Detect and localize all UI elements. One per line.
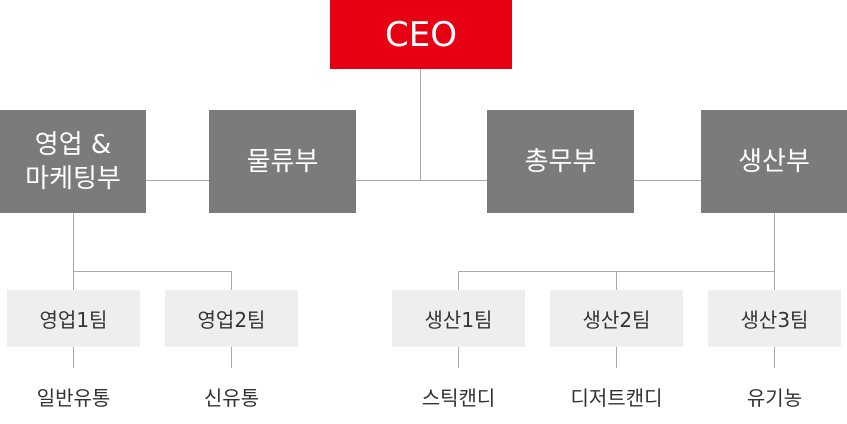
subunit-dessert-candy-label: 디저트캔디 — [570, 385, 663, 410]
dept-sales-marketing: 영업 & 마케팅부 — [0, 110, 146, 213]
subunit-dessert-candy: 디저트캔디 — [550, 368, 683, 424]
dept-general-label: 총무부 — [524, 146, 597, 177]
team-sales1-label: 영업1팀 — [39, 308, 108, 332]
dept-sales-label-line1: 영업 & — [34, 129, 112, 160]
ceo-label: CEO — [385, 14, 457, 55]
dept-production: 생산부 — [701, 110, 847, 213]
ceo-box: CEO — [330, 0, 512, 69]
team-sales1: 영업1팀 — [7, 290, 140, 347]
dept-production-label: 생산부 — [738, 146, 810, 177]
subunit-general-distribution-label: 일반유통 — [36, 385, 111, 410]
team-sales2-label: 영업2팀 — [197, 308, 266, 332]
subunit-new-distribution: 신유통 — [165, 368, 298, 424]
subunit-stick-candy-label: 스틱캔디 — [421, 385, 496, 410]
team-sales2: 영업2팀 — [165, 290, 298, 347]
dept-general-affairs: 총무부 — [487, 110, 634, 213]
team-prod1: 생산1팀 — [392, 290, 525, 347]
team-prod2: 생산2팀 — [550, 290, 683, 347]
subunit-stick-candy: 스틱캔디 — [392, 368, 525, 424]
subunit-organic-label: 유기농 — [746, 385, 803, 410]
team-prod1-label: 생산1팀 — [424, 308, 493, 332]
subunit-new-distribution-label: 신유통 — [203, 385, 260, 410]
team-prod3: 생산3팀 — [708, 290, 841, 347]
subunit-general-distribution: 일반유통 — [7, 368, 140, 424]
team-prod2-label: 생산2팀 — [582, 308, 651, 332]
subunit-organic: 유기농 — [708, 368, 841, 424]
team-prod3-label: 생산3팀 — [740, 308, 809, 332]
dept-logistics: 물류부 — [209, 110, 356, 213]
dept-sales-label-line2: 마케팅부 — [25, 163, 121, 194]
dept-logistics-label: 물류부 — [246, 146, 319, 177]
